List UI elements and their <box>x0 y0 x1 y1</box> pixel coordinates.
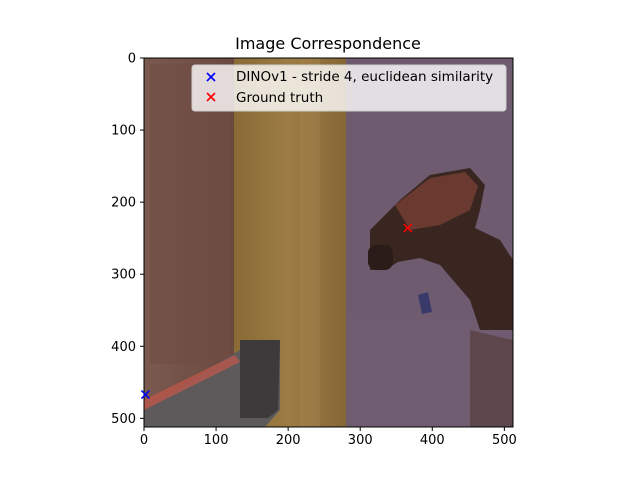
y-tick-label: 100 <box>111 124 136 139</box>
legend-label-dinov1: DINOv1 - stride 4, euclidean similarity <box>236 69 493 85</box>
data-markers <box>140 223 413 400</box>
x-tick-label: 500 <box>492 433 517 448</box>
y-tick-label: 300 <box>111 268 136 283</box>
legend-marker-dinov1 <box>206 72 216 82</box>
legend-marker-ground-truth <box>206 92 216 102</box>
background-image <box>144 58 513 427</box>
y-axis-ticks: 0 100 200 300 400 500 <box>111 52 144 427</box>
x-tick-label: 300 <box>348 433 373 448</box>
dinov1-point <box>140 390 151 400</box>
x-tick-label: 0 <box>140 433 148 448</box>
chart-title: Image Correspondence <box>235 34 421 53</box>
y-tick-label: 400 <box>111 340 136 355</box>
y-tick-label: 0 <box>128 52 136 67</box>
y-tick-label: 200 <box>111 196 136 211</box>
legend-box <box>191 64 507 112</box>
ground-truth-point <box>403 223 413 233</box>
x-tick-label: 400 <box>420 433 445 448</box>
x-axis-ticks: 0 100 200 300 400 500 <box>140 427 517 448</box>
legend-label-ground-truth: Ground truth <box>236 90 323 106</box>
legend: DINOv1 - stride 4, euclidean similarity … <box>191 64 507 112</box>
axes-frame <box>143 57 514 428</box>
x-tick-label: 200 <box>276 433 301 448</box>
x-tick-label: 100 <box>204 433 229 448</box>
y-tick-label: 500 <box>111 412 136 427</box>
